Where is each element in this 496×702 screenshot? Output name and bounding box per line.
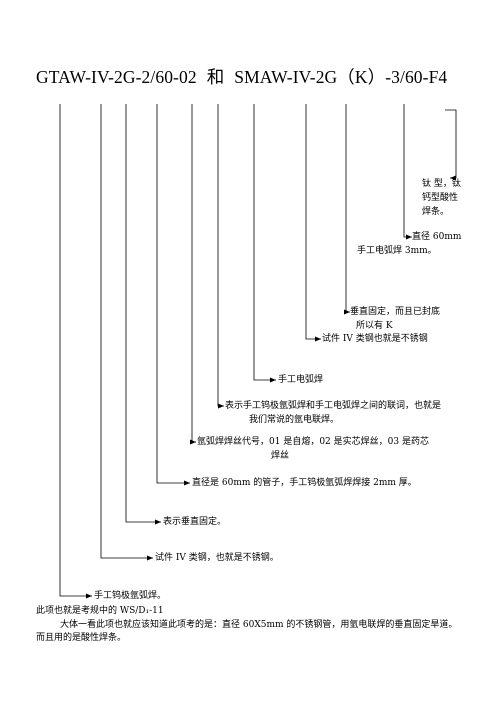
k-note-line2: 所以有 K xyxy=(356,321,393,331)
iv-smaw-note: 试件 IV 类钢也就是不锈钢 xyxy=(322,334,428,344)
pipe-note: 直径是 60mm 的管子，手工钨极氩弧焊焊接 2mm 厚。 xyxy=(192,478,417,488)
f4-note-line1: 钛 型，钛 xyxy=(422,179,461,189)
f4-note-line3: 焊条。 xyxy=(422,207,450,217)
weld-code-title: GTAW-IV-2G-2/60-02 和 SMAW-IV-2G（K）-3/60-F4 xyxy=(36,64,447,89)
connector-word: 和 xyxy=(206,67,225,87)
connector-note-line1: 表示手工钨极氩弧焊和手工电弧焊之间的联词，也就是 xyxy=(225,401,442,411)
k-note-line1: 垂直固定，而且已封底 xyxy=(350,307,441,317)
f4-note-line2: 钙型酸性 xyxy=(422,193,459,203)
gtaw-note: 手工钨极氩弧焊。 xyxy=(94,591,167,601)
diameter-note-line2: 手工电弧焊 3mm。 xyxy=(357,246,437,256)
footer-reference: 此项也就是考规中的 WS/D₁-11 xyxy=(36,606,164,616)
connector-note-line2: 我们常说的氩电联焊。 xyxy=(249,415,340,425)
gtaw-code: GTAW-IV-2G-2/60-02 xyxy=(36,67,197,87)
smaw-note: 手工电弧焊 xyxy=(278,375,324,385)
iv-gtaw-note: 试件 IV 类钢，也就是不锈钢。 xyxy=(155,553,279,563)
wire-note-line1: 氩弧焊焊丝代号，01 是自熔，02 是实芯焊丝，03 是药芯 xyxy=(197,437,429,447)
wire-note-line2: 焊丝 xyxy=(271,451,290,461)
vertical-note: 表示垂直固定。 xyxy=(163,517,227,527)
diameter-note-line1: 直径 60mm xyxy=(412,232,462,242)
footer-summary: 大体一看此项也就应该知道此项考的是：直径 60X5mm 的不锈钢管，用氩电联焊的… xyxy=(36,620,458,643)
smaw-code: SMAW-IV-2G（K）-3/60-F4 xyxy=(234,67,448,87)
